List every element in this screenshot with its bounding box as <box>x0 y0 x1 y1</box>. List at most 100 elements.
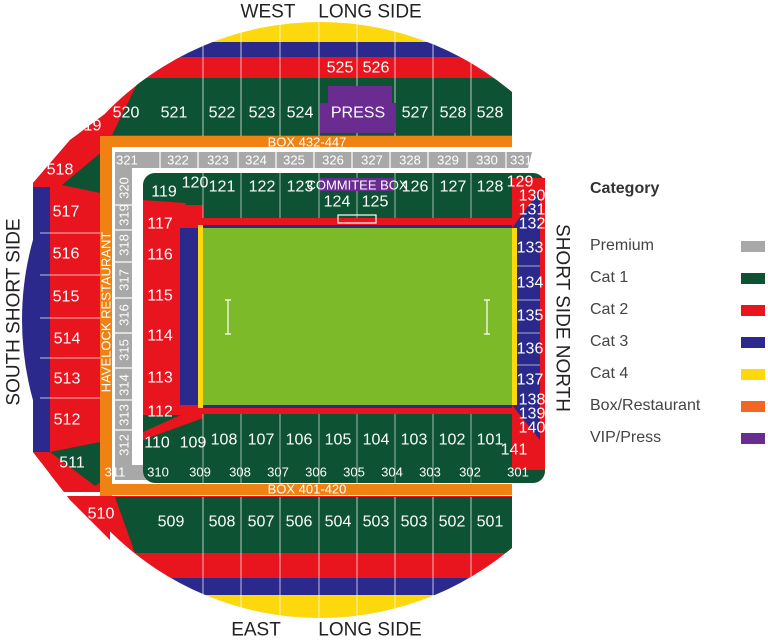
section-105[interactable]: 105 <box>325 432 352 449</box>
section-112[interactable]: 112 <box>147 404 173 421</box>
section-321[interactable]: 321 <box>116 153 138 168</box>
box-401-420-label[interactable]: BOX 401-420 <box>268 482 347 497</box>
section-141[interactable]: 141 <box>501 442 528 459</box>
section-102[interactable]: 102 <box>439 432 466 449</box>
havelock-restaurant-label[interactable]: HAVELOCK RESTAURANT <box>99 232 114 393</box>
section-519[interactable]: 519 <box>75 118 102 135</box>
section-306[interactable]: 306 <box>305 465 327 480</box>
section-525[interactable]: 525 <box>327 60 354 77</box>
section-133[interactable]: 133 <box>517 240 544 257</box>
section-323[interactable]: 323 <box>207 153 229 168</box>
section-131[interactable]: 131 <box>519 202 546 219</box>
section-312[interactable]: 312 <box>117 434 132 456</box>
section-308[interactable]: 308 <box>229 465 251 480</box>
section-124[interactable]: 124 <box>324 194 351 211</box>
section-101[interactable]: 101 <box>477 432 504 449</box>
section-140[interactable]: 140 <box>519 420 546 437</box>
section-108[interactable]: 108 <box>211 432 238 449</box>
section-322[interactable]: 322 <box>167 153 189 168</box>
box-432-447-label[interactable]: BOX 432-447 <box>268 135 347 150</box>
section-510[interactable]: 510 <box>88 506 115 523</box>
section-132[interactable]: 132 <box>519 216 546 233</box>
section-503[interactable]: 503 <box>401 514 428 531</box>
section-304[interactable]: 304 <box>381 465 403 480</box>
section-330[interactable]: 330 <box>476 153 498 168</box>
section-135[interactable]: 135 <box>517 308 544 325</box>
section-317[interactable]: 317 <box>117 269 132 291</box>
section-301[interactable]: 301 <box>507 465 529 480</box>
section-106[interactable]: 106 <box>286 432 313 449</box>
section-115[interactable]: 115 <box>147 288 173 305</box>
section-313[interactable]: 313 <box>117 404 132 426</box>
section-103[interactable]: 103 <box>401 432 428 449</box>
section-121[interactable]: 121 <box>209 179 236 196</box>
section-517[interactable]: 517 <box>53 204 80 221</box>
section-310[interactable]: 310 <box>147 465 169 480</box>
section-107[interactable]: 107 <box>248 432 275 449</box>
section-114[interactable]: 114 <box>147 328 173 345</box>
section-137[interactable]: 137 <box>517 372 544 389</box>
section-328[interactable]: 328 <box>399 153 421 168</box>
section-109[interactable]: 109 <box>180 435 207 452</box>
section-123[interactable]: 123 <box>287 179 314 196</box>
section-110[interactable]: 110 <box>144 435 170 452</box>
section-127[interactable]: 127 <box>440 179 467 196</box>
section-524[interactable]: 524 <box>287 105 314 122</box>
section-315[interactable]: 315 <box>117 339 132 361</box>
section-320[interactable]: 320 <box>117 177 132 199</box>
section-134[interactable]: 134 <box>517 275 544 292</box>
section-509[interactable]: 509 <box>158 514 185 531</box>
section-130[interactable]: 130 <box>519 188 546 205</box>
section-303[interactable]: 303 <box>419 465 441 480</box>
section-139[interactable]: 139 <box>519 406 546 423</box>
section-125[interactable]: 125 <box>362 194 389 211</box>
section-119[interactable]: 119 <box>151 184 177 201</box>
section-327[interactable]: 327 <box>361 153 383 168</box>
section-309[interactable]: 309 <box>189 465 211 480</box>
section-120[interactable]: 120 <box>182 175 209 192</box>
section-116[interactable]: 116 <box>147 247 173 264</box>
section-316[interactable]: 316 <box>117 304 132 326</box>
section-514[interactable]: 514 <box>54 331 81 348</box>
section-507[interactable]: 507 <box>248 514 275 531</box>
section-331[interactable]: 331 <box>510 153 532 168</box>
section-516[interactable]: 516 <box>53 246 80 263</box>
section-523[interactable]: 523 <box>249 105 276 122</box>
committee-box-label[interactable]: COMMITEE BOX <box>306 178 407 193</box>
section-129[interactable]: 129 <box>507 174 534 191</box>
section-521[interactable]: 521 <box>161 105 188 122</box>
section-503[interactable]: 503 <box>363 514 390 531</box>
section-307[interactable]: 307 <box>267 465 289 480</box>
section-508[interactable]: 508 <box>209 514 236 531</box>
section-305[interactable]: 305 <box>343 465 365 480</box>
section-522[interactable]: 522 <box>209 105 236 122</box>
press-label[interactable]: PRESS <box>331 105 385 122</box>
section-126[interactable]: 126 <box>402 179 429 196</box>
section-528[interactable]: 528 <box>440 105 467 122</box>
section-138[interactable]: 138 <box>519 392 546 409</box>
section-526[interactable]: 526 <box>363 60 390 77</box>
section-117[interactable]: 117 <box>147 216 173 233</box>
section-502[interactable]: 502 <box>439 514 466 531</box>
section-104[interactable]: 104 <box>363 432 390 449</box>
section-513[interactable]: 513 <box>54 371 81 388</box>
section-136[interactable]: 136 <box>517 341 544 358</box>
section-128[interactable]: 128 <box>477 179 504 196</box>
section-329[interactable]: 329 <box>437 153 459 168</box>
section-311[interactable]: 311 <box>105 465 126 480</box>
section-515[interactable]: 515 <box>53 289 80 306</box>
section-512[interactable]: 512 <box>54 412 81 429</box>
section-504[interactable]: 504 <box>325 514 352 531</box>
section-511[interactable]: 511 <box>59 455 85 472</box>
section-506[interactable]: 506 <box>286 514 313 531</box>
section-520[interactable]: 520 <box>113 105 140 122</box>
section-319[interactable]: 319 <box>117 204 132 226</box>
section-302[interactable]: 302 <box>459 465 481 480</box>
section-122[interactable]: 122 <box>249 179 276 196</box>
section-113[interactable]: 113 <box>147 370 173 387</box>
section-318[interactable]: 318 <box>117 234 132 256</box>
section-518[interactable]: 518 <box>47 162 74 179</box>
section-325[interactable]: 325 <box>283 153 305 168</box>
section-527[interactable]: 527 <box>402 105 429 122</box>
section-501[interactable]: 501 <box>477 514 504 531</box>
